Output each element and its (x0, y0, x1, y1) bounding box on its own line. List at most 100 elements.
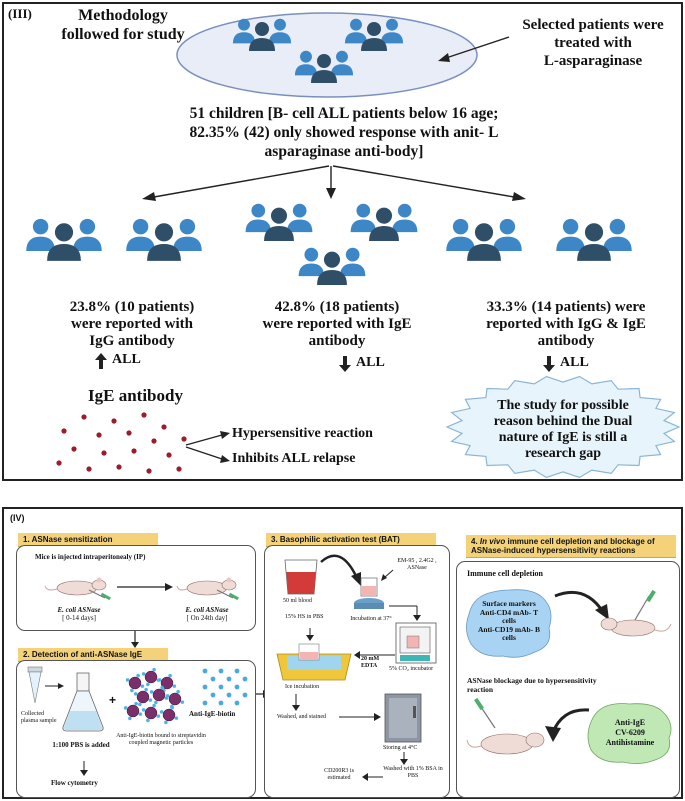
s1-box: Mice is injected intraperitonealy (IP) E… (16, 545, 256, 631)
selected-pointer-arrow (438, 36, 510, 62)
ige-dot (141, 412, 147, 418)
ige-dot (116, 464, 122, 470)
s1-right-agent: E. coli ASNase (185, 606, 229, 614)
anti-ige-biotin-icon (202, 668, 248, 706)
group-dual-text: 33.3% (14 patients) were reported with I… (452, 299, 680, 350)
group-igg-line-1: 23.8% (10 patients) (69, 299, 195, 315)
s4-box: Immune cell depletion Surface markers An… (456, 561, 680, 798)
s3-box: 50 ml blood Incubation at 37° EM-95 , 2.… (264, 545, 450, 798)
gap-line-4: research gap (524, 446, 602, 461)
all-down-indicator-ige: ALL (338, 355, 418, 373)
ige-dot (166, 452, 172, 458)
ice-tray-icon (276, 643, 352, 681)
ige-dot (181, 436, 187, 442)
people-icon-dual-left (446, 218, 522, 261)
group-igg-line-3: IgG antibody (89, 333, 175, 349)
people-icon-ellipse-left (232, 18, 292, 51)
drug-line-2: CV-6209 (615, 728, 645, 737)
co2-incubator-icon (395, 622, 437, 664)
branch-arrows (142, 165, 526, 201)
markers-burst (466, 589, 552, 658)
down-arrow-icon (543, 356, 555, 372)
all-label-dual: ALL (560, 355, 589, 370)
marker-line-3: cells (502, 616, 516, 625)
s2-beads-label: Anti-IgE-biotin bound to streptavidin co… (116, 733, 206, 746)
marker-line-4: Anti-CD19 mAb- B (477, 624, 541, 634)
incubation-plate-icon (354, 577, 384, 609)
s3-bsa-label: Washed with 1% BSA in PBS (383, 766, 443, 779)
s4-drugs-text: Anti-IgE CV-6209 Antihistamine (591, 718, 669, 748)
heading-line-1: Methodology (78, 7, 168, 24)
effect-inhibits-relapse: Inhibits ALL relapse (232, 451, 356, 466)
s3-curved-arrow-1 (320, 554, 361, 586)
up-arrow-icon (95, 353, 107, 369)
all-label-ige: ALL (356, 355, 385, 370)
plasma-tube-icon (27, 666, 43, 704)
s2-plasma-label: Collected plasma sample (21, 711, 57, 724)
selected-line-1: Selected patients were (522, 17, 664, 33)
ige-dot (61, 428, 67, 434)
marker-line-5: cells (502, 633, 516, 642)
panel-iii-tag: (III) (8, 6, 32, 21)
blood-beaker-icon (284, 559, 318, 595)
group-dual-line-1: 33.3% (14 patients) were (486, 299, 646, 315)
ige-dot (56, 460, 62, 466)
magnetic-beads-icon (123, 667, 185, 725)
heading-line-2: followed for study (61, 26, 185, 43)
panel-iii: (III) Methodology followed for study Sel… (2, 2, 683, 481)
ige-dot (146, 468, 152, 474)
mouse-icon-blockage (466, 697, 545, 755)
all-down-indicator-dual: ALL (542, 355, 622, 373)
people-icon-ige-right (350, 203, 418, 241)
group-dual-line-3: antibody (537, 333, 595, 349)
selected-patients-text: Selected patients were treated with L-as… (504, 16, 682, 70)
s4-blockage-text: ASNase blockage due to hypersensitivity … (467, 676, 677, 694)
selected-line-3: L-asparaginase (543, 53, 643, 69)
cohort-line-2: 82.35% (42) only showed response with an… (189, 124, 499, 141)
ige-dot (126, 430, 132, 436)
ige-dot (81, 414, 87, 420)
s4-title-line-1: 4. In vivo immune cell depletion and blo… (471, 537, 655, 546)
panel-iv-tag: (IV) (10, 513, 25, 523)
s1-right-days: [ On 24th day] (186, 614, 228, 622)
cohort-text: 51 children [B- cell ALL patients below … (104, 104, 584, 161)
s3-ice-label: Ice incubation (285, 684, 320, 690)
ige-antibody-title: IgE antibody (88, 386, 183, 405)
ige-molecules-dots (56, 412, 187, 474)
ige-dot (101, 450, 107, 456)
mouse-icon-right (176, 577, 239, 601)
people-icon-ellipse-center (294, 50, 354, 83)
s1-left-days: [ 0-14 days] (62, 614, 96, 622)
research-gap-burst (445, 375, 681, 479)
people-icon-dual-right (556, 218, 632, 261)
s3-wash-to-store-arrow (339, 713, 381, 721)
s2-pbs-label: 1:100 PBS is added (52, 741, 110, 749)
ige-dot (151, 438, 157, 444)
ige-dot (176, 466, 182, 472)
s3-storing-label: Storing at 4°C (383, 745, 418, 751)
people-icon-ellipse-right (344, 18, 404, 51)
blockage-line-2: reaction (467, 685, 494, 694)
flask-icon (62, 672, 104, 732)
gap-line-3: nature of IgE is still a (498, 430, 628, 445)
marker-line-2: Anti-CD4 mAb- T (479, 607, 539, 617)
s1-arrow (117, 583, 173, 591)
s3-reagent-arrow (381, 569, 394, 581)
s3-reagents-label: EM-95 , 2.4G2 , ASNase (397, 558, 437, 571)
s3-incubation-label: Incubation at 37° (350, 616, 392, 622)
group-ige-line-1: 42.8% (18 patients) (274, 299, 400, 315)
all-up-indicator: ALL (94, 352, 174, 370)
drug-line-1: Anti-IgE (614, 718, 646, 727)
s2-biotin-label: Anti-IgE-biotin (189, 710, 236, 718)
s3-ice-arrow (292, 694, 300, 711)
methodology-heading: Methodology followed for study (48, 6, 198, 44)
mouse-icon-left (44, 577, 111, 601)
s1-left-agent: E. coli ASNase (57, 606, 101, 614)
s1-note: Mice is injected intraperitonealy (IP) (35, 553, 146, 561)
s3-cd-label: CD200R3 is estimated (324, 768, 354, 781)
group-ige-line-3: antibody (308, 333, 366, 349)
s3-hs-arrow (306, 628, 314, 641)
people-icons-layer (26, 18, 632, 285)
all-label-igg: ALL (112, 352, 141, 367)
s2-flow-arrow (80, 761, 88, 776)
